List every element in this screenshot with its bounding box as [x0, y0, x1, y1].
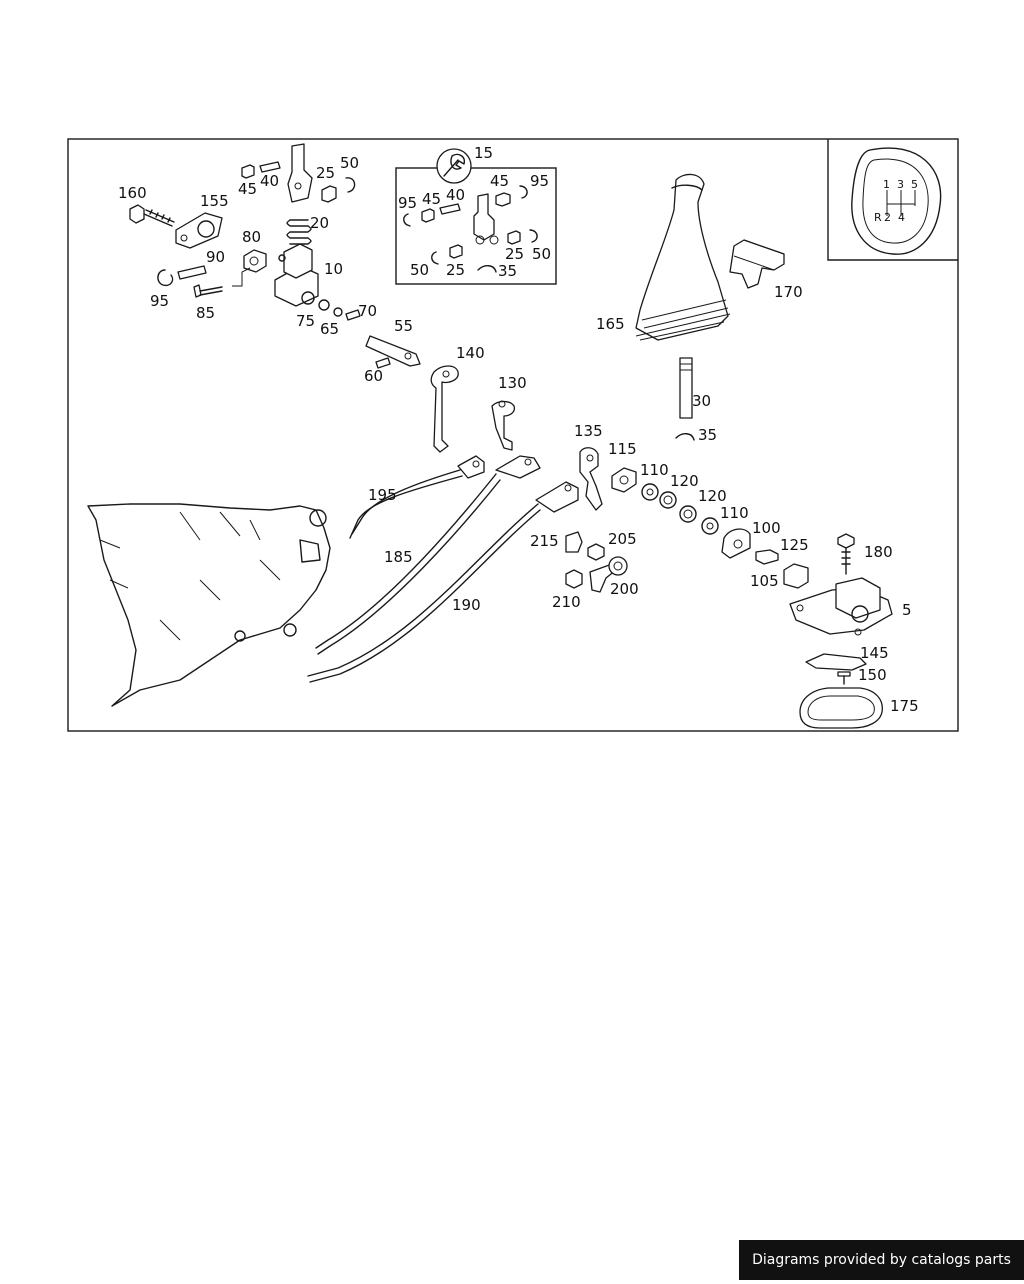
- label-40-kit: 40: [446, 186, 465, 204]
- label-110-a: 110: [640, 461, 669, 479]
- label-65: 65: [320, 320, 339, 338]
- label-30: 30: [692, 392, 711, 410]
- label-80: 80: [242, 228, 261, 246]
- label-135: 135: [574, 422, 603, 440]
- label-155: 155: [200, 192, 229, 210]
- label-105: 105: [750, 572, 779, 590]
- shift-levers: [430, 365, 603, 511]
- label-195: 195: [368, 486, 397, 504]
- label-75: 75: [296, 312, 315, 330]
- label-50: 50: [340, 154, 359, 172]
- gear-knob-top-view: 1 3 5 R 2 4: [851, 147, 942, 255]
- repair-kit-frame: [395, 167, 557, 285]
- label-200: 200: [610, 580, 639, 598]
- shift-pin: [675, 357, 695, 441]
- label-60: 60: [364, 367, 383, 385]
- label-185: 185: [384, 548, 413, 566]
- label-5: 5: [902, 601, 912, 619]
- diagram-frame: [67, 138, 959, 732]
- label-25-kit-a: 25: [446, 261, 465, 279]
- label-110-b: 110: [720, 504, 749, 522]
- gear-boot-and-bracket: [635, 173, 785, 341]
- label-25: 25: [316, 164, 335, 182]
- label-215: 215: [530, 532, 559, 550]
- label-130: 130: [498, 374, 527, 392]
- gear-label-top-1: 1: [883, 178, 890, 191]
- label-165: 165: [596, 315, 625, 333]
- label-125: 125: [780, 536, 809, 554]
- label-120-a: 120: [670, 472, 699, 490]
- shift-mechanism-upper-left: [129, 143, 421, 369]
- gear-label-top-3: 3: [897, 178, 904, 191]
- label-205: 205: [608, 530, 637, 548]
- label-35-kit: 35: [498, 262, 517, 280]
- label-210: 210: [552, 593, 581, 611]
- label-50-kit-b: 50: [532, 245, 551, 263]
- label-145: 145: [860, 644, 889, 662]
- label-15: 15: [474, 144, 493, 162]
- label-95-kit-left: 95: [398, 194, 417, 212]
- label-120-b: 120: [698, 487, 727, 505]
- gear-label-top-5: 5: [911, 178, 918, 191]
- label-85: 85: [196, 304, 215, 322]
- label-100: 100: [752, 519, 781, 537]
- label-55: 55: [394, 317, 413, 335]
- label-25-kit-b: 25: [505, 245, 524, 263]
- label-45-kit: 45: [422, 190, 441, 208]
- label-175: 175: [890, 697, 919, 715]
- label-45-kit-right: 45: [490, 172, 509, 190]
- part-number-labels: 5 10 15 20 25 25 25 30 35 35 40 40 45 45…: [118, 144, 919, 715]
- label-160: 160: [118, 184, 147, 202]
- lower-right-parts: [565, 467, 893, 729]
- label-45: 45: [238, 180, 257, 198]
- label-40: 40: [260, 172, 279, 190]
- label-190: 190: [452, 596, 481, 614]
- label-10: 10: [324, 260, 343, 278]
- label-170: 170: [774, 283, 803, 301]
- transmission-housing: [87, 503, 331, 707]
- gear-label-bottom-2: 2: [884, 211, 891, 224]
- label-70: 70: [358, 302, 377, 320]
- label-95: 95: [150, 292, 169, 310]
- label-150: 150: [858, 666, 887, 684]
- gear-label-bottom-r: R: [874, 211, 882, 224]
- gear-label-bottom-4: 4: [898, 211, 905, 224]
- label-20: 20: [310, 214, 329, 232]
- repair-kit-parts: [403, 148, 538, 273]
- label-90: 90: [206, 248, 225, 266]
- label-35: 35: [698, 426, 717, 444]
- diagram-credit: Diagrams provided by catalogs parts: [739, 1240, 1024, 1280]
- label-180: 180: [864, 543, 893, 561]
- shift-rods: [307, 455, 579, 683]
- label-140: 140: [456, 344, 485, 362]
- gear-inset-frame: [827, 139, 958, 261]
- label-95-kit-right: 95: [530, 172, 549, 190]
- label-115: 115: [608, 440, 637, 458]
- label-50-kit-a: 50: [410, 261, 429, 279]
